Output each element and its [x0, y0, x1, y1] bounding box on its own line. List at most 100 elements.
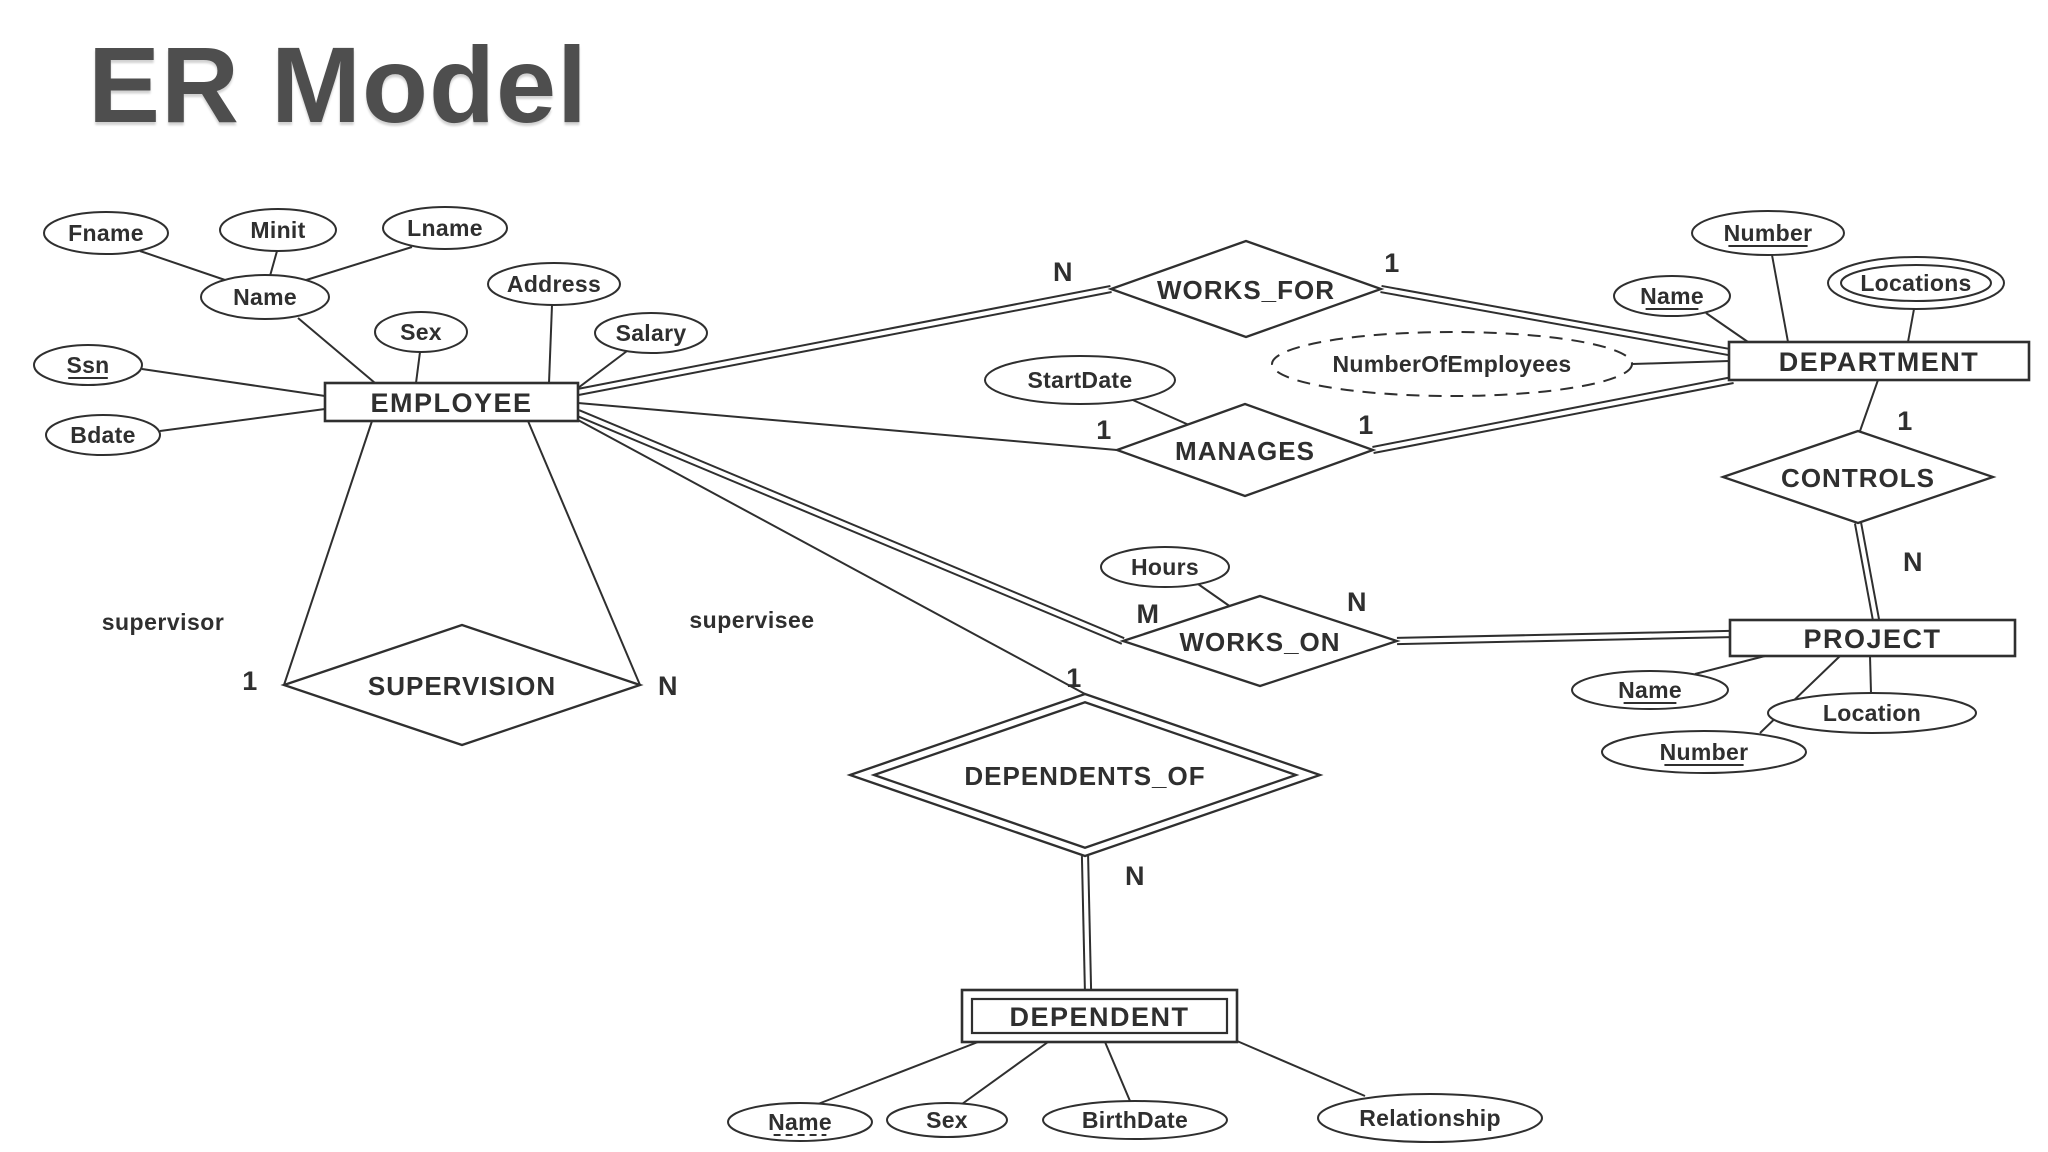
entity-label-department: DEPARTMENT — [1779, 347, 1980, 377]
connection-minit-name — [269, 250, 278, 277]
relationship-label-works_for: WORKS_FOR — [1157, 275, 1335, 305]
connection-employee-works_on-a — [576, 414, 1123, 645]
attribute-label-number_department: Number — [1724, 220, 1813, 246]
entity-dependent-inner — [970, 997, 1229, 1035]
relationship-works_on — [1119, 594, 1401, 688]
attribute-label-fname: Fname — [68, 220, 144, 246]
relationship-manages — [1113, 402, 1377, 498]
attribute-label-number_project: Number — [1660, 739, 1749, 765]
attribute-label-lname: Lname — [407, 215, 483, 241]
connection-dependent-name — [817, 1041, 979, 1105]
attribute-label-hours: Hours — [1131, 554, 1199, 580]
attribute-label-sex_dependent: Sex — [926, 1107, 968, 1133]
connection-employee-works_for-b — [577, 284, 1111, 390]
connection-name-employee — [297, 317, 376, 384]
entity-label-dependent: DEPENDENT — [1009, 1002, 1189, 1032]
connection-works_for-department-a — [1380, 291, 1729, 357]
page-title: ER Model — [88, 24, 589, 145]
attribute-birthdate — [1042, 1100, 1228, 1140]
relationship-works_for — [1107, 239, 1385, 339]
attribute-label-startdate: StartDate — [1028, 367, 1133, 393]
connection-dependents_of-dependent-a — [1080, 856, 1086, 991]
attribute-number_of_employees — [1271, 331, 1633, 397]
relationship-dependents_of-inner — [870, 701, 1300, 849]
attribute-label-sex_employee: Sex — [400, 319, 442, 345]
attribute-label-name_project: Name — [1618, 677, 1682, 703]
connection-locations-department — [1907, 308, 1915, 343]
attribute-label-name_employee: Name — [233, 284, 297, 310]
connection-fname-name — [139, 250, 229, 282]
attribute-name_dependent — [727, 1102, 873, 1142]
connection-employee-supervision-n — [527, 420, 641, 686]
connection-name-department — [1705, 312, 1749, 343]
attribute-minit — [219, 208, 337, 252]
connection-works_on-project-b — [1396, 629, 1730, 639]
attribute-locations-inner — [1840, 264, 1992, 302]
connection-works_for-department-b — [1381, 284, 1730, 350]
connection-manages-department-b — [1372, 375, 1733, 448]
connection-startdate-manages — [1125, 396, 1199, 430]
relationship-label-supervision: SUPERVISION — [368, 671, 556, 701]
attribute-number_project — [1601, 730, 1807, 774]
connection-namep-project — [1694, 655, 1766, 675]
connection-department-controls — [1859, 379, 1879, 432]
connection-employee-works_for-a — [578, 291, 1112, 397]
attribute-label-minit: Minit — [250, 217, 305, 243]
relationship-supervision — [280, 623, 644, 747]
entity-label-employee: EMPLOYEE — [370, 388, 532, 418]
relationship-dependents_of — [846, 692, 1324, 858]
connection-address-employee — [548, 304, 553, 384]
attribute-label-number_of_employees: NumberOfEmployees — [1333, 351, 1572, 377]
attribute-label-bdate: Bdate — [70, 422, 135, 448]
connection-controls-project-a — [1853, 523, 1874, 621]
connection-ssn-employee — [141, 368, 326, 397]
relationship-label-dependents_of: DEPENDENTS_OF — [964, 761, 1205, 791]
connection-employee-dependents_of — [577, 419, 1086, 695]
attribute-locations — [1827, 256, 2005, 310]
connection-lname-name — [302, 246, 413, 282]
connection-dependent-relationship — [1229, 1037, 1366, 1097]
connection-sex-employee — [415, 351, 421, 384]
attribute-sex_employee — [374, 311, 468, 353]
relationship-label-works_on: WORKS_ON — [1179, 627, 1340, 657]
attribute-lname — [382, 206, 508, 250]
attribute-label-relationship_attr: Relationship — [1359, 1105, 1501, 1131]
cardinality-label-card-supervision-n: N — [658, 671, 678, 701]
connection-manages-department-a — [1373, 382, 1734, 455]
attribute-label-birthdate: BirthDate — [1082, 1107, 1188, 1133]
attribute-label-address: Address — [507, 271, 601, 297]
attribute-name_department — [1613, 275, 1731, 317]
connection-location-project — [1869, 655, 1872, 694]
entity-project — [1728, 618, 2017, 658]
cardinality-label-card-works_on-m: M — [1137, 599, 1160, 629]
entity-label-project: PROJECT — [1803, 624, 1941, 654]
attribute-startdate — [984, 355, 1176, 405]
attribute-sex_dependent — [886, 1102, 1008, 1138]
attribute-bdate — [45, 414, 161, 456]
label-role-supervisee: supervisee — [689, 607, 814, 633]
attribute-relationship_attr — [1317, 1093, 1543, 1143]
cardinality-label-card-manages-1-right: 1 — [1358, 410, 1374, 440]
attribute-location_project — [1767, 692, 1977, 734]
connection-employee-manages — [577, 402, 1118, 451]
connection-dependent-sex — [961, 1041, 1049, 1105]
attribute-label-name_dependent: Name — [768, 1109, 832, 1135]
attribute-label-ssn: Ssn — [66, 352, 109, 378]
connection-controls-project-b — [1860, 522, 1881, 620]
attribute-salary — [594, 312, 708, 354]
relationship-controls — [1719, 429, 1997, 525]
connection-dependent-birthdate — [1104, 1041, 1131, 1102]
cardinality-label-card-dependents-n: N — [1125, 861, 1145, 891]
cardinality-label-card-works_for-1: 1 — [1384, 248, 1400, 278]
attribute-name_employee — [200, 274, 330, 320]
attribute-label-locations: Locations — [1860, 270, 1971, 296]
relationship-label-manages: MANAGES — [1175, 436, 1315, 466]
attribute-number_department — [1691, 210, 1845, 256]
label-role-supervisor: supervisor — [102, 609, 225, 635]
attribute-ssn — [33, 344, 143, 386]
connection-dependents_of-dependent-b — [1087, 855, 1093, 990]
cardinality-label-card-works_on-n: N — [1347, 587, 1367, 617]
connection-employee-supervision-1 — [283, 420, 373, 686]
cardinality-label-card-works_for-n: N — [1053, 257, 1073, 287]
